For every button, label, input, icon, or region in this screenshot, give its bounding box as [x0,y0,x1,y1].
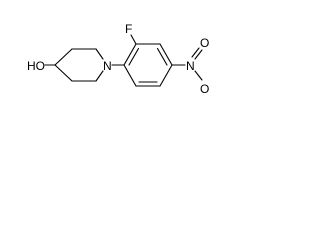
double-bond-ar1-ar2 [128,47,140,66]
bond-c5-c4 [54,64,73,82]
bond-c4-c3 [54,48,73,66]
molecule-drawing: HO N F N O O [27,22,209,96]
bond-ar3-ar4 [159,43,173,66]
bond-ar6-ar1 [123,64,137,87]
bond-ar4-ar5 [159,64,173,87]
bond-ar2-f [130,34,137,45]
bond-ar1-ar2 [123,43,137,66]
fluorine-label: F [125,22,132,36]
double-bond-ar3-ar4 [156,47,168,66]
bond-nitro-o-bottom [194,70,203,81]
bond-nitro-o-top-double [191,47,200,58]
piperidine-ring [54,48,104,82]
nitro-oxygen-bottom-label: O [200,82,209,96]
bond-c2-n [95,48,104,60]
nitrogen-label: N [103,59,112,73]
nitro-oxygen-top-label: O [200,36,209,50]
benzene-ring [123,43,173,87]
hydroxyl-label: HO [27,59,45,73]
nitro-nitrogen-label: N [186,59,195,73]
bond-n-c6 [95,70,104,82]
structure-diagram: HO N F N O O [0,0,230,103]
bond-nitro-o-top [194,49,203,60]
